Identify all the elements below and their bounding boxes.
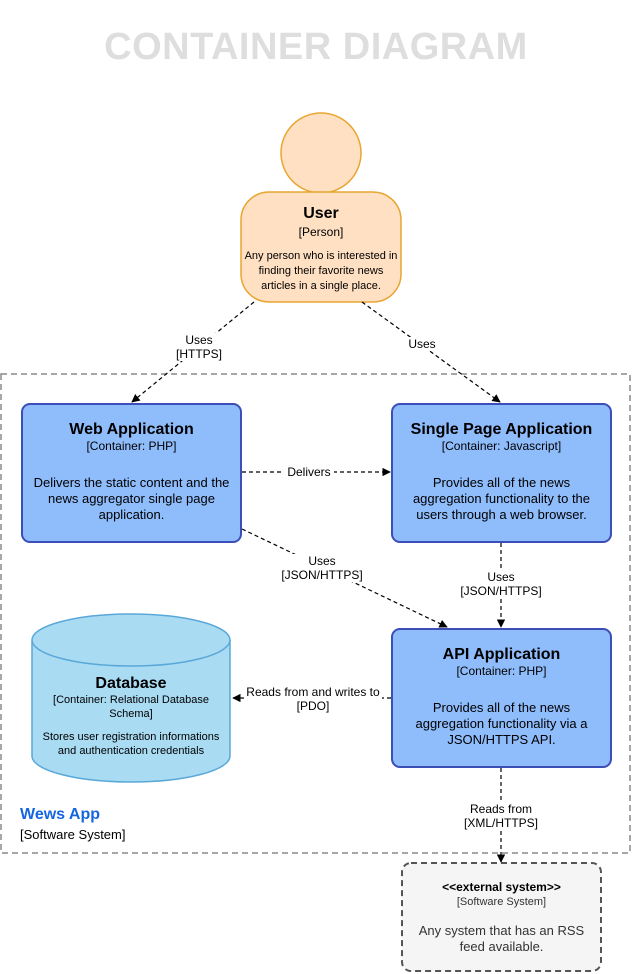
api-application-container: API Application [Container: PHP] Provide… — [391, 628, 612, 768]
api-name: API Application — [442, 646, 561, 663]
edge-label-user-spa: Uses — [402, 337, 442, 351]
api-description: Provides all of the news aggregation fun… — [415, 700, 588, 747]
api-type: [Container: PHP] — [456, 664, 547, 678]
database-description: Stores user registration informations an… — [42, 731, 220, 757]
edge-label-api-db: Reads from and writes to[PDO] — [244, 685, 382, 713]
user-head — [280, 112, 362, 194]
edge-label-web-spa: Delivers — [284, 465, 334, 479]
external-type: [Software System] — [456, 896, 547, 908]
spa-name: Single Page Application — [410, 421, 593, 438]
spa-description: Provides all of the news aggregation fun… — [412, 475, 591, 522]
database-name: Database — [95, 675, 167, 692]
database-type: [Container: Relational Database Schema] — [53, 694, 209, 720]
system-boundary — [0, 373, 631, 854]
external-description: Any system that has an RSS feed availabl… — [418, 923, 585, 954]
edge-label-spa-api: Uses[JSON/HTTPS] — [457, 570, 545, 598]
external-system: <<external system>> [Software System] An… — [402, 880, 601, 955]
edge-label-user-web: Uses[HTTPS] — [170, 333, 228, 361]
edge-label-web-api: Uses[JSON/HTTPS] — [278, 554, 366, 582]
user-body — [240, 191, 402, 303]
spa-type: [Container: Javascript] — [441, 439, 562, 453]
user-person: User [Person] Any person who is interest… — [241, 204, 401, 294]
web-app-type: [Container: PHP] — [86, 439, 177, 453]
web-app-description: Delivers the static content and the news… — [33, 475, 230, 522]
external-system-box — [401, 862, 602, 972]
web-application-container: Web Application [Container: PHP] Deliver… — [21, 403, 242, 543]
diagram-title: CONTAINER DIAGRAM — [104, 26, 528, 68]
edge-user-spa — [361, 301, 501, 403]
edge-label-api-external: Reads from[XML/HTTPS] — [461, 802, 541, 830]
external-name: <<external system>> — [442, 880, 561, 894]
boundary-type: [Software System] — [20, 827, 126, 842]
web-app-name: Web Application — [69, 421, 194, 438]
user-name: User — [303, 205, 339, 222]
database-container: Database [Container: Relational Database… — [32, 674, 230, 758]
boundary-name: Wews App — [20, 806, 101, 823]
spa-container: Single Page Application [Container: Java… — [391, 403, 612, 543]
user-type: [Person] — [298, 225, 344, 239]
user-description: Any person who is interested in finding … — [244, 250, 398, 292]
database-cylinder — [31, 613, 231, 783]
